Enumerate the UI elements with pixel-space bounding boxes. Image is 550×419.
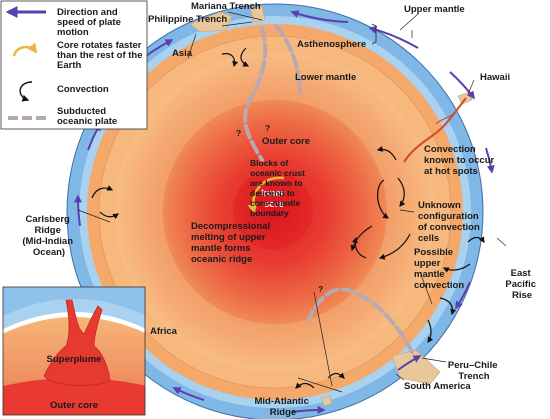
question-mark: ? bbox=[318, 284, 323, 294]
subducted-plate-peru bbox=[306, 287, 414, 354]
convection-arrow bbox=[397, 177, 406, 207]
legend-label-convection: Convection bbox=[57, 84, 109, 95]
legend-label-core-rotation: Core rotates faster than the rest of the… bbox=[57, 40, 145, 71]
inner-core-region bbox=[233, 170, 313, 250]
plate-arrow bbox=[455, 281, 471, 310]
convection-arrow bbox=[351, 236, 367, 259]
leader-line bbox=[419, 271, 433, 305]
plate-arrow bbox=[291, 405, 326, 414]
label-decompressional-melting: Decompressional melting of upper mantle … bbox=[191, 221, 273, 265]
leader-line bbox=[399, 13, 419, 31]
superplume-shape bbox=[43, 299, 111, 386]
label-mariana-trench: Mariana Trench bbox=[191, 1, 261, 12]
label-outer-core: Outer core bbox=[262, 136, 310, 147]
plate-arrow bbox=[368, 25, 419, 49]
subducted-plate-philippine bbox=[274, 24, 302, 94]
leader-line bbox=[221, 21, 253, 27]
inset-label-outer-core: Outer core bbox=[50, 400, 98, 411]
leader-line bbox=[297, 377, 343, 393]
plate-arrow bbox=[449, 71, 475, 100]
inset-label-superplume: Superplume bbox=[47, 354, 102, 365]
question-mark: ? bbox=[265, 123, 270, 133]
label-africa: Africa bbox=[150, 326, 178, 337]
plate-arrow bbox=[172, 387, 205, 401]
label-inner-core: Inner core bbox=[261, 188, 287, 210]
label-asia: Asia bbox=[172, 48, 193, 59]
convection-arrow bbox=[240, 47, 250, 67]
hawaii-plume-branch bbox=[435, 111, 457, 125]
convection-arrows bbox=[91, 47, 485, 389]
earth-cross-section bbox=[66, 3, 484, 419]
question-mark: ? bbox=[236, 128, 241, 138]
convection-arrow bbox=[376, 145, 397, 161]
label-philippine-trench: Philippine Trench bbox=[148, 14, 227, 25]
convection-arrow bbox=[442, 263, 471, 273]
label-upper-mantle: Upper mantle bbox=[404, 4, 465, 15]
legend-label-subducted: Subducted oceanic plate bbox=[57, 106, 117, 127]
inset-outer-core bbox=[3, 378, 145, 415]
upper-mantle-bracket bbox=[371, 23, 377, 45]
leader-line bbox=[227, 11, 263, 21]
label-unknown-configuration: Unknown configuration of convection cell… bbox=[418, 200, 482, 244]
legend-label-plate-motion: Direction and speed of plate motion bbox=[57, 7, 124, 38]
subducted-plates bbox=[243, 24, 414, 354]
convection-arrow bbox=[350, 225, 373, 252]
core-rotation-arrow bbox=[247, 176, 285, 214]
leader-line bbox=[421, 357, 447, 363]
plate-arrow bbox=[290, 10, 349, 23]
plate-arrow bbox=[397, 355, 422, 371]
continent-asia bbox=[189, 11, 233, 33]
convection-arrow bbox=[295, 382, 315, 389]
inset-frame bbox=[2, 286, 146, 416]
convection-arrow bbox=[467, 236, 485, 243]
convection-arrow bbox=[91, 185, 114, 199]
label-mid-atlantic-ridge: Mid-Atlantic Ridge bbox=[255, 396, 312, 418]
convection-arrow bbox=[327, 372, 345, 379]
leader-line bbox=[187, 33, 197, 59]
subducted-plate-mariana bbox=[243, 26, 268, 162]
label-blocks-of-crust: Blocks of oceanic crust are known to des… bbox=[250, 158, 307, 218]
label-east-pacific-rise: East Pacific Rise bbox=[505, 268, 538, 301]
leader-line bbox=[496, 237, 507, 247]
label-hot-spots: Convection known to occur at hot spots bbox=[424, 144, 497, 177]
inset-ocean bbox=[3, 287, 145, 317]
convection-arrow bbox=[377, 179, 389, 219]
core-rotation-arrow-icon bbox=[12, 42, 38, 57]
continent-mid-atlantic bbox=[321, 395, 333, 407]
legend-box bbox=[0, 0, 148, 130]
label-hawaii: Hawaii bbox=[480, 72, 510, 83]
convection-arrow bbox=[221, 53, 239, 68]
label-possible-convection: Possible upper mantle convection bbox=[414, 247, 464, 291]
label-lower-mantle: Lower mantle bbox=[295, 72, 356, 83]
convection-arrow bbox=[378, 233, 411, 260]
plate-arrow bbox=[485, 147, 495, 174]
legend: Direction and speed of plate motion Core… bbox=[0, 0, 148, 130]
label-carlsberg-ridge: Carlsberg Ridge (Mid-Indian Ocean) bbox=[22, 214, 75, 258]
convection-arrow bbox=[99, 211, 119, 220]
leader-line bbox=[313, 291, 333, 387]
label-south-america: South America bbox=[404, 381, 471, 392]
leader-line bbox=[77, 209, 111, 223]
convection-arrow bbox=[439, 297, 457, 316]
plate-arrow bbox=[73, 194, 82, 227]
label-asthenosphere: Asthenosphere bbox=[297, 39, 366, 50]
inset-crust bbox=[3, 299, 145, 330]
label-peru-chile-trench: Peru–Chile Trench bbox=[448, 360, 500, 382]
convection-arrow-icon bbox=[19, 81, 33, 102]
leader-line bbox=[467, 79, 475, 95]
superplume-inset: Superplume Outer core bbox=[2, 286, 146, 416]
leader-line bbox=[395, 373, 405, 381]
leader-line bbox=[399, 209, 415, 213]
convection-arrow bbox=[427, 319, 434, 343]
